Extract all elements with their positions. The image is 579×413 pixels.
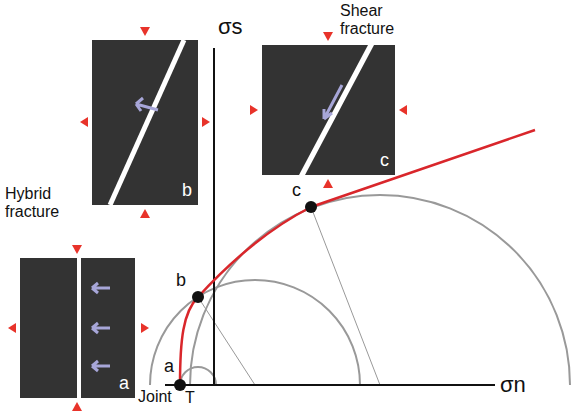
block-letter: b (182, 180, 192, 201)
fracture-caption: Joint (138, 388, 172, 406)
stress-arrows (8, 27, 407, 411)
axis-label: σs (218, 14, 243, 39)
axis-label: σn (500, 372, 526, 397)
mohr-circle (180, 367, 216, 385)
hybrid-block-figure (92, 40, 198, 205)
mohr-circle (150, 280, 360, 385)
point-label: c (292, 180, 301, 201)
shear-stress-axis (213, 48, 215, 385)
shear-block-figure (262, 45, 395, 175)
point-label: a (164, 356, 174, 377)
rock-block: Hybrid fractureb (92, 40, 198, 205)
block-letter: c (380, 150, 389, 171)
rock-block: Shear fracturec (262, 45, 395, 175)
joint-block-figure (20, 258, 135, 398)
mohr-circle (190, 195, 570, 385)
point-dot (174, 379, 186, 391)
rock-block: aJoint (20, 258, 135, 398)
fracture-caption: Shear fracture (340, 2, 410, 39)
block-letter: a (119, 373, 129, 394)
fracture-caption: Hybrid fracture (5, 185, 85, 222)
point-label: T (185, 389, 195, 407)
radius-line (198, 297, 255, 385)
point-dot (192, 291, 204, 303)
point-label: b (176, 270, 186, 291)
radius-line (311, 207, 380, 385)
point-dot (305, 201, 317, 213)
